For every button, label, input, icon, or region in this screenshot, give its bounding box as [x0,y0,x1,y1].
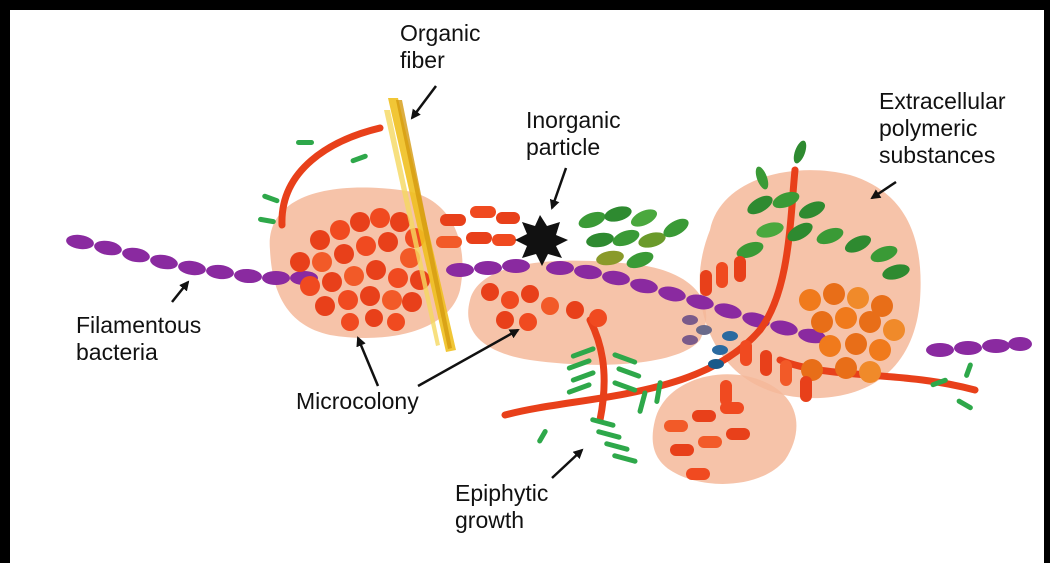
label-inorganic-particle: Inorganic particle [526,107,621,161]
label-microcolony: Microcolony [296,388,419,415]
label-filamentous-bacteria: Filamentous bacteria [76,312,201,366]
label-extracellular-polymeric-substances: Extracellular polymeric substances [879,88,1006,169]
inorganic-particle [515,215,568,266]
arrow-filamentous-bacteria [172,282,188,302]
arrow-inorganic-particle [552,168,566,208]
label-epiphytic-growth: Epiphytic growth [455,480,548,534]
arrow-organic-fiber [412,86,436,118]
arrow-epiphytic-growth [552,450,582,478]
arrow-microcolony-left [358,338,378,386]
label-organic-fiber: Organic fiber [400,20,481,74]
arrow-microcolony-center [418,330,518,386]
